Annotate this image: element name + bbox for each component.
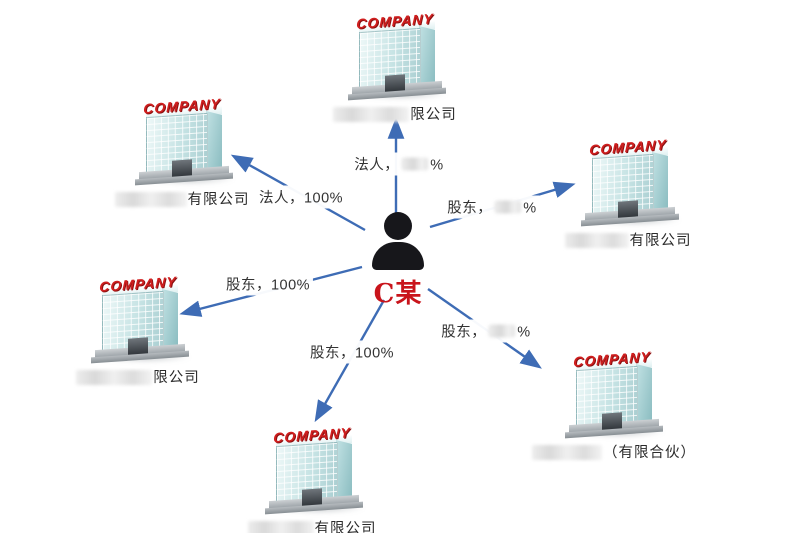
person-node-center: C某 — [355, 212, 441, 310]
person-name: C某 — [373, 279, 423, 309]
company-node-top: COMPANY 限公司 — [315, 10, 475, 124]
percent-redaction-blur — [494, 200, 522, 214]
redaction-blur — [333, 107, 410, 122]
company-node-top-left: COMPANY 有限公司 — [102, 95, 262, 209]
company-name-suffix: 有限公司 — [629, 233, 692, 249]
edge-relation: 股东， — [447, 200, 493, 217]
edge-label-left: 股东，100% — [222, 272, 314, 296]
company-name: 有限公司 — [548, 229, 708, 250]
company-node-bottom-right: COMPANY （有限合伙） — [532, 348, 695, 462]
edge-percent: 100% — [303, 190, 344, 207]
edge-relation: 股东， — [309, 345, 355, 362]
edge-percent: 100% — [354, 345, 395, 362]
building-icon: COMPANY — [260, 424, 366, 515]
company-node-bottom: COMPANY 有限公司 — [232, 424, 392, 533]
redaction-blur — [532, 445, 602, 460]
redaction-blur — [247, 521, 314, 533]
edge-relation: 股东， — [225, 277, 271, 294]
building-door — [385, 74, 405, 92]
building-door — [172, 159, 192, 177]
building-door — [128, 337, 148, 355]
building-icon: COMPANY — [576, 136, 682, 227]
company-name: （有限合伙） — [532, 441, 695, 462]
person-icon — [355, 212, 441, 270]
company-name-suffix: （有限合伙） — [603, 445, 696, 461]
building-door — [618, 200, 638, 218]
company-node-left: COMPANY 限公司 — [58, 273, 218, 387]
company-name-suffix: 限公司 — [153, 370, 200, 386]
company-name: 限公司 — [58, 366, 218, 387]
edge-label-top: 法人，% — [351, 152, 447, 176]
company-name: 有限公司 — [232, 517, 392, 533]
edge-percent: % — [430, 157, 444, 174]
edge-relation: 法人， — [354, 157, 400, 174]
edge-label-bottom: 股东，100% — [306, 340, 398, 364]
building-door — [602, 412, 622, 430]
edge-label-right: 股东，% — [444, 195, 540, 219]
company-name: 限公司 — [315, 103, 475, 124]
building-icon: COMPANY — [343, 10, 449, 101]
edge-relation: 法人， — [258, 190, 304, 207]
edge-percent: % — [523, 200, 537, 217]
company-name-suffix: 有限公司 — [314, 521, 377, 533]
edge-percent: 100% — [270, 277, 311, 294]
redaction-blur — [564, 233, 629, 248]
percent-redaction-blur — [401, 157, 429, 171]
redaction-blur — [76, 370, 153, 385]
company-node-right: COMPANY 有限公司 — [548, 136, 708, 250]
company-name: 有限公司 — [102, 188, 262, 209]
edge-label-top-left: 法人，100% — [255, 185, 347, 209]
building-door — [302, 488, 322, 506]
company-name-suffix: 限公司 — [410, 107, 457, 123]
edge-percent: % — [517, 324, 531, 341]
building-icon: COMPANY — [560, 348, 666, 439]
company-name-suffix: 有限公司 — [187, 192, 250, 208]
percent-redaction-blur — [488, 324, 516, 338]
edge-label-bottom-right: 股东，% — [438, 319, 534, 343]
building-icon: COMPANY — [130, 95, 236, 186]
redaction-blur — [114, 192, 187, 207]
edge-relation: 股东， — [441, 324, 487, 341]
building-icon: COMPANY — [86, 273, 192, 364]
